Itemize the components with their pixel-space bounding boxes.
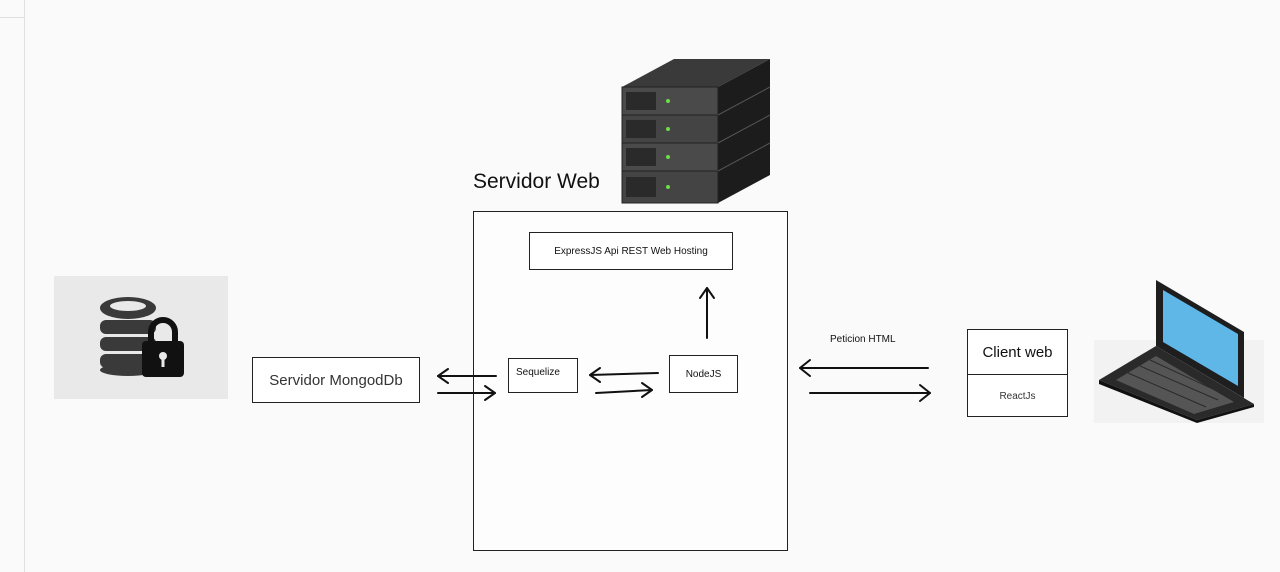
client-to-nodejs-arrow-left [799,359,929,377]
server-rack-icon [621,59,771,204]
database-lock-icon [100,297,184,377]
nodejs-to-sequelize-arrow-left [589,367,659,383]
left-panel-border [24,0,25,572]
client-web-box: Client web ReactJs [967,329,1068,417]
nodejs-to-client-arrow-right [809,384,931,402]
database-tile [54,276,228,399]
request-label: Peticion HTML [830,334,896,345]
sequelize-to-mongo-arrow-right [437,385,496,401]
laptop-icon [1094,280,1264,423]
nodejs-to-express-arrow-up [699,287,715,339]
sequelize-to-nodejs-arrow-right [595,382,653,398]
client-web-title: Client web [968,330,1067,375]
left-panel-tick [0,17,24,18]
express-api-box: ExpressJS Api REST Web Hosting [529,232,733,270]
mongodb-server-box: Servidor MongodDb [252,357,420,403]
mongo-to-sequelize-arrow-left [437,368,497,384]
nodejs-box: NodeJS [669,355,738,393]
client-web-framework: ReactJs [999,391,1036,402]
sequelize-box: Sequelize [508,358,578,393]
server-title: Servidor Web [473,170,600,193]
